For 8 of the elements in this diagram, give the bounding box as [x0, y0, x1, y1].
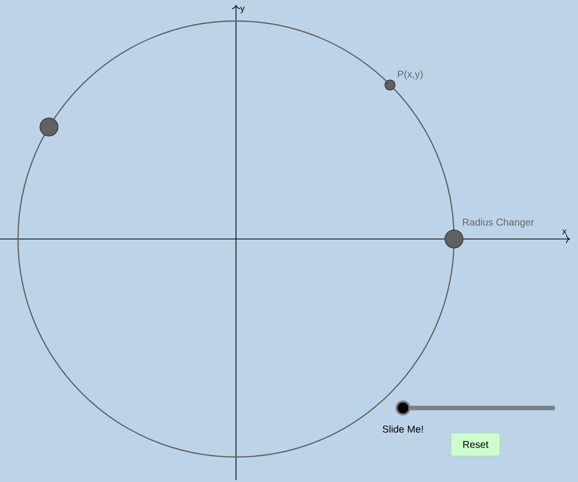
axis-label: x	[562, 230, 567, 234]
point	[40, 118, 58, 136]
slider-label: Slide Me!	[382, 425, 423, 433]
axis-label: y	[240, 6, 245, 14]
reset-button: Reset	[450, 432, 500, 456]
point	[444, 230, 464, 248]
point-label: Radius Changer	[463, 218, 534, 228]
point-label: P(x,y)	[398, 70, 423, 80]
